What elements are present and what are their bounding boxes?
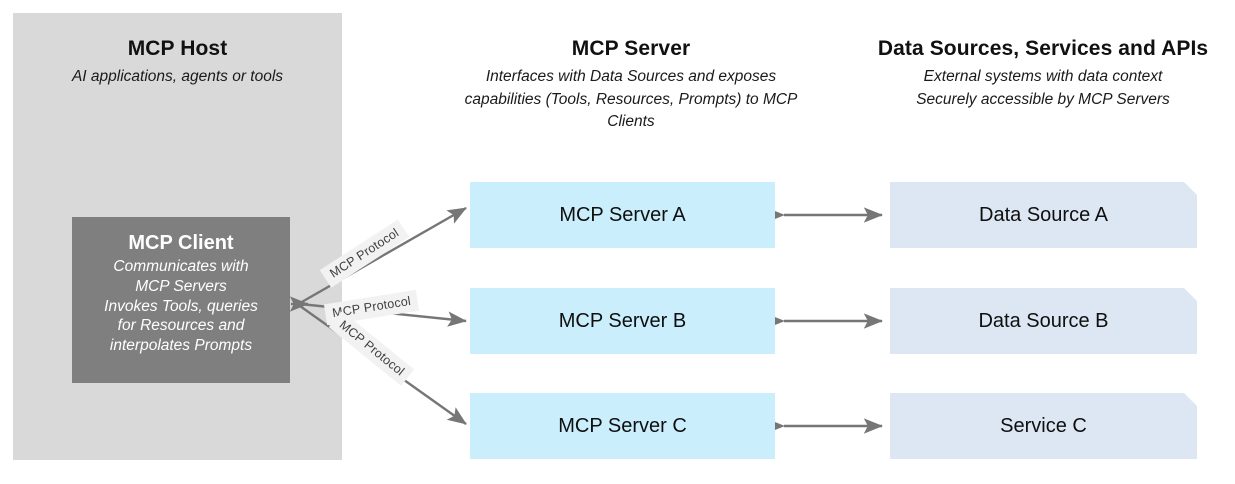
mcp-client-title: MCP Client (128, 232, 234, 254)
mcp-server-box-a[interactable]: MCP Server A (470, 182, 775, 248)
server-title: MCP Server (571, 37, 691, 60)
mcp-server-box-b[interactable]: MCP Server B (470, 288, 775, 354)
data-source-label-c: Service C (1000, 414, 1087, 437)
data-title: Data Sources, Services and APIs (877, 37, 1209, 60)
data-source-box-a[interactable]: Data Source A (890, 182, 1197, 248)
mcp-client-desc-line-5: interpolates Prompts (109, 337, 253, 355)
mcp-client-desc-line-3: Invokes Tools, queries (104, 297, 258, 315)
data-source-box-b[interactable]: Data Source B (890, 288, 1197, 354)
arrow-client-to-server-a (299, 206, 467, 305)
mcp-server-box-c[interactable]: MCP Server C (470, 393, 775, 459)
data-subtitle-line-1: External systems with data context (923, 68, 1163, 86)
mcp-server-label-b: MCP Server B (558, 309, 687, 332)
data-column-heading: Data Sources, Services and APIs External… (852, 36, 1234, 111)
data-source-label-a: Data Source A (979, 203, 1108, 226)
mcp-client-desc-line-2: MCP Servers (135, 277, 227, 295)
mcp-server-label-c: MCP Server C (558, 414, 687, 437)
host-subtitle: AI applications, agents or tools (71, 68, 284, 86)
mcp-client-desc-line-4: for Resources and (117, 317, 245, 335)
data-subtitle-line-2: Securely accessible by MCP Servers (916, 90, 1170, 108)
mcp-client-desc-line-1: Communicates with (113, 258, 249, 275)
host-column-heading: MCP Host AI applications, agents or tool… (13, 36, 342, 89)
mcp-client-box[interactable]: MCP Client Communicates with MCP Servers… (72, 217, 290, 383)
data-source-box-c[interactable]: Service C (890, 393, 1197, 459)
mcp-server-label-a: MCP Server A (559, 203, 686, 226)
host-title: MCP Host (127, 37, 228, 60)
server-subtitle: Interfaces with Data Sources and exposes… (464, 68, 798, 131)
server-column-heading: MCP Server Interfaces with Data Sources … (455, 36, 807, 134)
data-source-label-b: Data Source B (978, 309, 1109, 332)
